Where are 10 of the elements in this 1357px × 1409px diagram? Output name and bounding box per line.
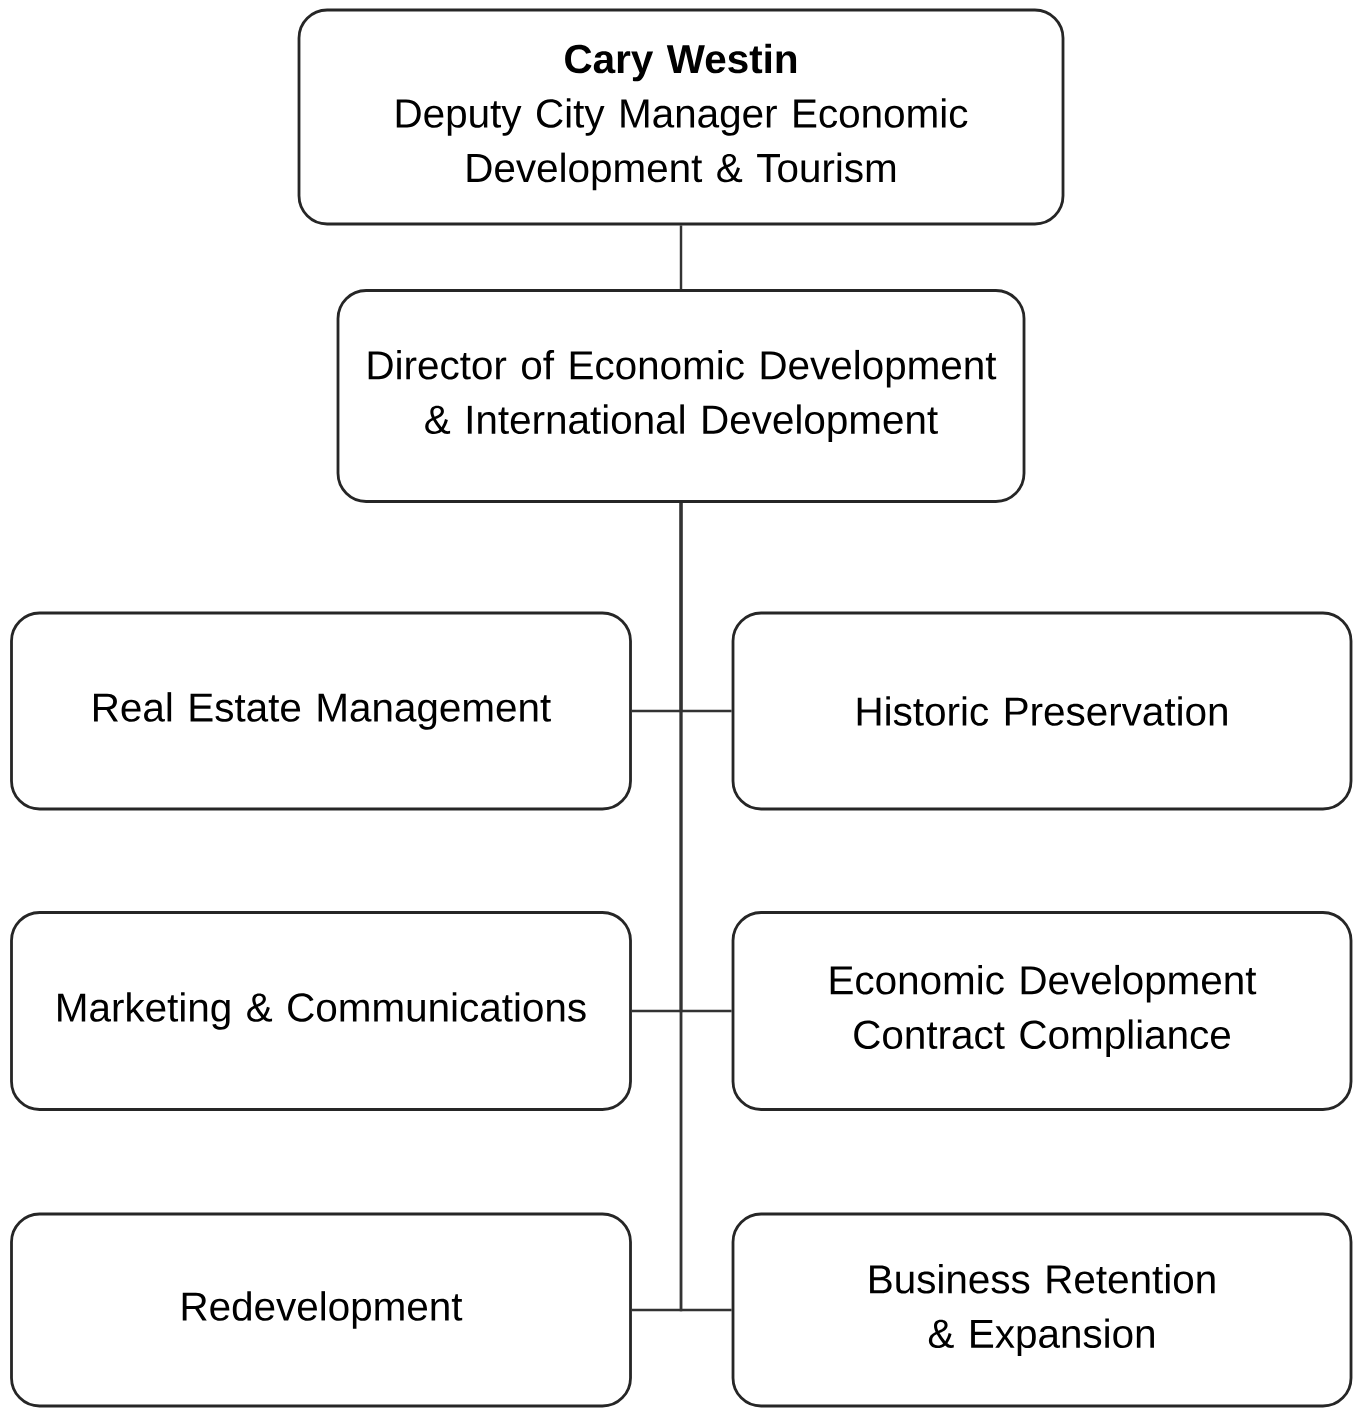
department-box: Business Retention & Expansion	[731, 1212, 1353, 1408]
connector-line	[679, 225, 683, 290]
department-box: Marketing & Communications	[10, 911, 632, 1111]
connector-line	[679, 502, 732, 1312]
role-box: Director of Economic Development & International Development	[336, 289, 1026, 503]
department-box: Historic Preservation	[731, 611, 1353, 811]
department-box: Economic Development Contract Compliance	[731, 911, 1353, 1111]
person-box: Cary Westin Deputy City Manager Economic Development & Tourism	[297, 8, 1065, 226]
department-box: Real Estate Management	[10, 611, 632, 811]
department-box: Redevelopment	[10, 1212, 632, 1408]
